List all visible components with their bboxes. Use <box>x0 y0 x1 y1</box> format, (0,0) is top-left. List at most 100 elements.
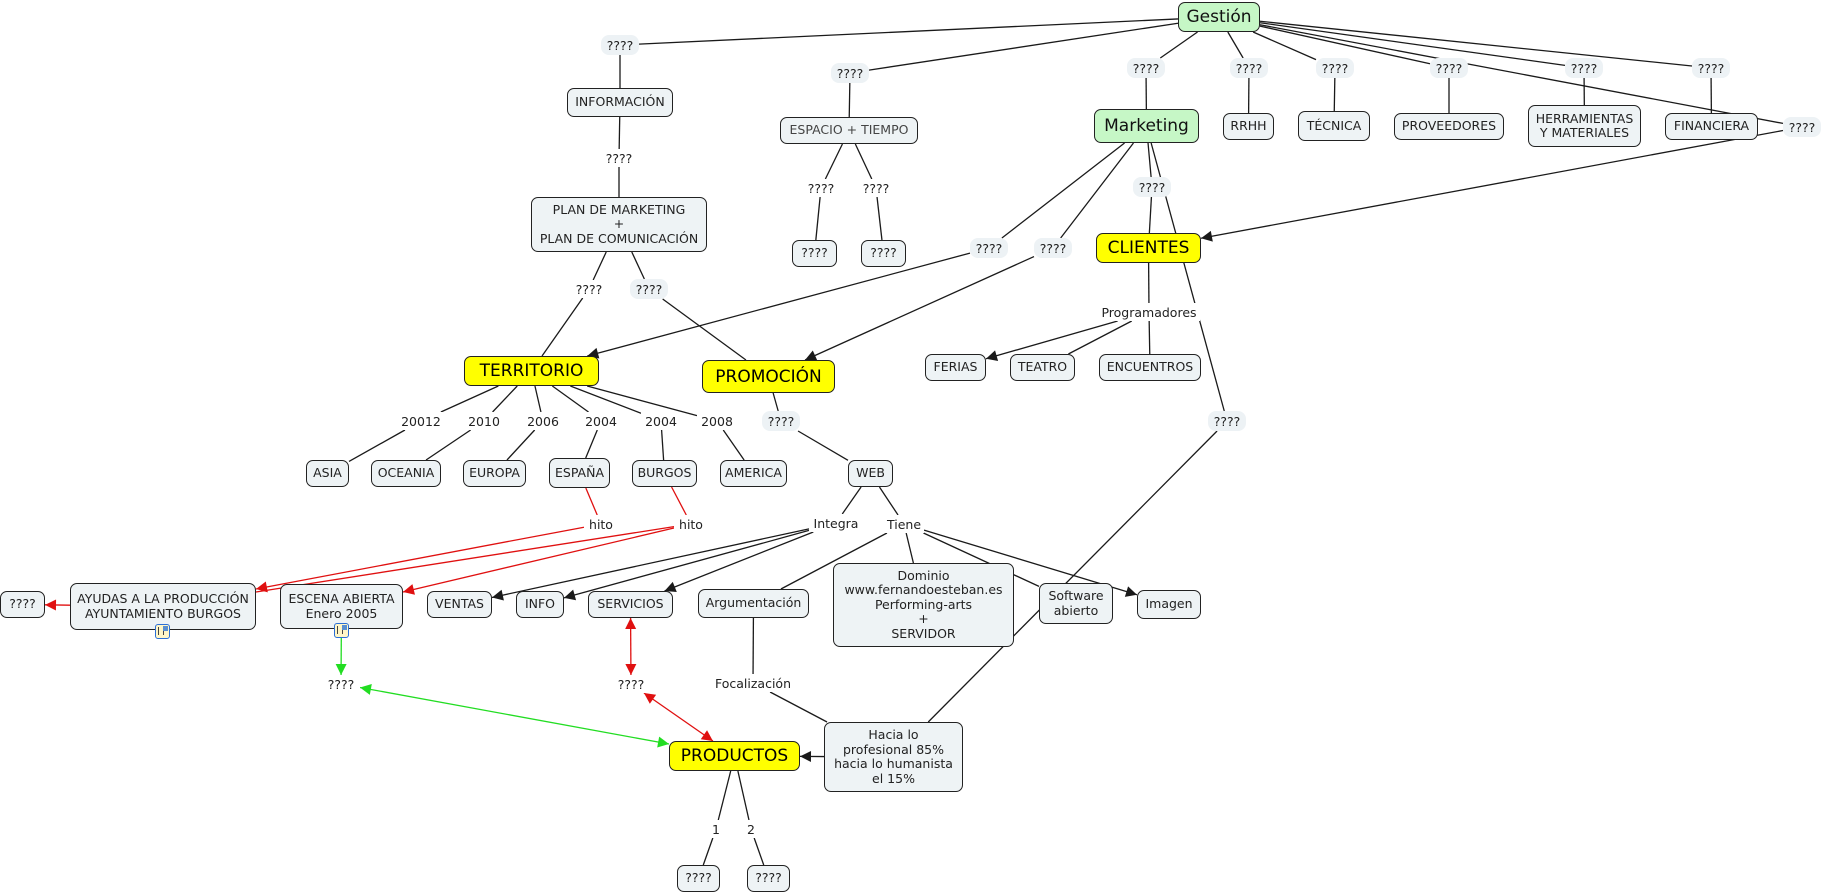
link-gestion-l_info[interactable] <box>638 18 1179 45</box>
concept-informacion[interactable]: INFORMACIÓN <box>567 88 673 117</box>
concept-rrhh[interactable]: RRHH <box>1223 113 1274 140</box>
link-label[interactable]: ???? <box>1133 177 1171 197</box>
concept-productos[interactable]: PRODUCTOS <box>669 741 800 771</box>
link-gestion-l_proveedores[interactable] <box>1259 25 1431 65</box>
link-label[interactable]: ???? <box>762 411 800 431</box>
link-gestion-l_tecnica[interactable] <box>1252 31 1317 61</box>
link-label[interactable]: ???? <box>1565 58 1603 78</box>
link-web-l_tiene[interactable] <box>878 486 899 516</box>
concept-et-child-1[interactable]: ???? <box>792 240 837 267</box>
link-label-year[interactable]: 20012 <box>399 412 443 430</box>
concept-promocion[interactable]: PROMOCIÓN <box>702 360 835 393</box>
link-productos-l_p1[interactable] <box>717 770 732 821</box>
link-l_clientes_g-clientes[interactable] <box>1200 129 1784 239</box>
concept-et-child-2[interactable]: ???? <box>861 240 906 267</box>
concept-encuentros[interactable]: ENCUENTROS <box>1099 354 1201 381</box>
link-label[interactable]: ???? <box>601 35 639 55</box>
concept-servicios[interactable]: SERVICIOS <box>588 591 673 618</box>
link-label-year[interactable]: 2008 <box>697 412 737 430</box>
link-label[interactable]: ???? <box>322 675 360 693</box>
link-promocion-l_promo_web[interactable] <box>772 392 779 412</box>
concept-proveedores[interactable]: PROVEEDORES <box>1394 113 1504 140</box>
link-l_red-productos[interactable] <box>643 692 714 742</box>
link-l_tiene-software[interactable] <box>923 532 1040 587</box>
link-label-number[interactable]: 1 <box>710 820 722 838</box>
link-label[interactable]: ???? <box>1316 58 1354 78</box>
link-l_europa-europa[interactable] <box>506 429 536 461</box>
link-l_espana-espana[interactable] <box>585 429 598 459</box>
link-label-number[interactable]: 2 <box>745 820 757 838</box>
concept-herramientas[interactable]: HERRAMIENTAS Y MATERIALES <box>1528 105 1641 147</box>
link-gestion-l_espacio[interactable] <box>868 22 1179 71</box>
concept-espacio-tiempo[interactable]: ESPACIO + TIEMPO <box>780 117 918 144</box>
link-territorio-l_espana[interactable] <box>551 385 589 413</box>
link-l_et1-et_child_1[interactable] <box>815 196 821 241</box>
link-label[interactable]: ???? <box>1208 411 1246 431</box>
link-territorio-l_europa[interactable] <box>534 385 542 413</box>
link-plan-l_plan_terr[interactable] <box>592 251 607 281</box>
link-territorio-l_burgos[interactable] <box>570 385 642 414</box>
link-l_p2-prod_child_2[interactable] <box>753 837 765 866</box>
concept-tecnica[interactable]: TÉCNICA <box>1298 111 1370 141</box>
resource-attachment-icon[interactable] <box>155 624 170 639</box>
link-territorio-l_america[interactable] <box>586 385 698 417</box>
link-l_promo_web-web[interactable] <box>797 430 849 461</box>
link-label-tiene[interactable]: Tiene <box>884 515 924 533</box>
link-l_asia-asia[interactable] <box>348 429 406 462</box>
concept-ventas[interactable]: VENTAS <box>427 591 492 618</box>
link-l_mk_prod-hacia[interactable] <box>927 430 1218 723</box>
link-l_tecnica-tecnica[interactable] <box>1333 77 1336 112</box>
concept-imagen[interactable]: Imagen <box>1137 590 1201 619</box>
concept-espana[interactable]: ESPAÑA <box>549 458 610 488</box>
link-label-year[interactable]: 2010 <box>464 412 504 430</box>
concept-plan-marketing[interactable]: PLAN DE MARKETING + PLAN DE COMUNICACIÓN <box>531 197 707 252</box>
link-l_hito2-ayudas[interactable] <box>255 526 675 593</box>
link-label[interactable]: ???? <box>831 63 869 83</box>
link-l_focal-hacia[interactable] <box>769 691 828 723</box>
link-l_programadores-teatro[interactable] <box>1068 320 1133 355</box>
link-label-hito[interactable]: hito <box>584 515 618 533</box>
resource-attachment-icon[interactable] <box>334 623 349 638</box>
link-web-l_integra[interactable] <box>841 486 862 515</box>
link-label[interactable]: ???? <box>612 675 650 693</box>
concept-info[interactable]: INFO <box>516 591 564 618</box>
link-l_programadores-ferias[interactable] <box>985 320 1118 360</box>
concept-escena-abierta[interactable]: ESCENA ABIERTA Enero 2005 <box>280 584 403 629</box>
concept-europa[interactable]: EUROPA <box>463 460 526 487</box>
link-espana-l_hito1[interactable] <box>585 487 598 516</box>
link-label[interactable]: ???? <box>1127 58 1165 78</box>
link-label-programadores[interactable]: Programadores <box>1098 303 1200 321</box>
link-l_integra-ventas[interactable] <box>491 528 810 599</box>
link-burgos-l_hito2[interactable] <box>671 486 687 516</box>
concept-oceania[interactable]: OCEANIA <box>371 460 441 487</box>
link-label-year[interactable]: 2004 <box>581 412 621 430</box>
link-label[interactable]: ???? <box>1230 58 1268 78</box>
link-l_oceania-oceania[interactable] <box>425 429 471 461</box>
link-l_integra-servicios[interactable] <box>664 531 814 592</box>
link-label-year[interactable]: 2004 <box>641 412 681 430</box>
link-l_mk_cli-clientes[interactable] <box>1148 196 1153 234</box>
link-gestion-l_marketing[interactable] <box>1159 31 1198 59</box>
link-territorio-l_oceania[interactable] <box>492 385 518 413</box>
link-label[interactable]: ???? <box>1783 117 1821 137</box>
link-l_tiene-dominio[interactable] <box>905 532 915 564</box>
concept-producto-2[interactable]: ???? <box>747 865 790 892</box>
link-plan-l_plan_promo[interactable] <box>631 251 645 280</box>
link-l_p1-prod_child_1[interactable] <box>702 837 714 866</box>
concept-financiera[interactable]: FINANCIERA <box>1665 113 1758 140</box>
link-label[interactable]: ???? <box>1034 238 1072 258</box>
concept-burgos[interactable]: BURGOS <box>632 460 697 487</box>
link-label-focalizacion[interactable]: Focalización <box>711 674 795 692</box>
link-espacio_tiempo-l_et1[interactable] <box>824 143 844 180</box>
link-l_plan_terr-territorio[interactable] <box>541 297 584 357</box>
link-espacio_tiempo-l_et2[interactable] <box>854 143 873 180</box>
concept-teatro[interactable]: TEATRO <box>1010 354 1075 381</box>
link-label[interactable]: ???? <box>857 179 895 197</box>
link-l_plan_promo-promocion[interactable] <box>662 298 747 361</box>
link-territorio-l_asia[interactable] <box>440 385 499 413</box>
link-label-year[interactable]: 2006 <box>523 412 563 430</box>
concept-unknown-left[interactable]: ???? <box>0 591 45 618</box>
concept-software[interactable]: Software abierto <box>1039 583 1113 624</box>
link-l_et2-et_child_2[interactable] <box>876 196 883 241</box>
concept-producto-1[interactable]: ???? <box>677 865 720 892</box>
